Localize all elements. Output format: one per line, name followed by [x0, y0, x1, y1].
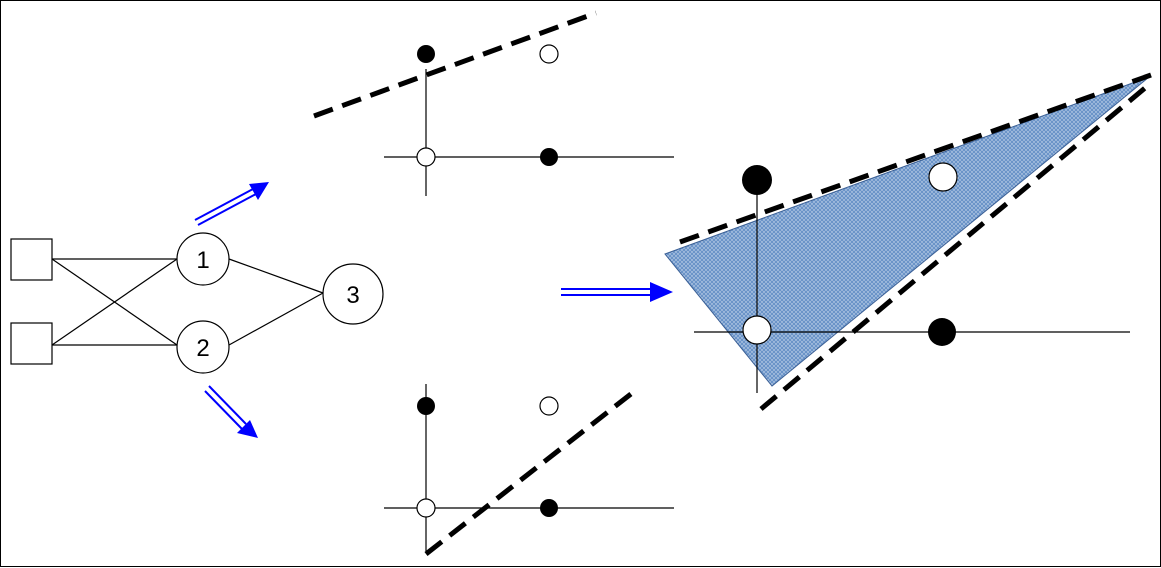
plot-bottom-point-filled: [417, 397, 435, 415]
plot-bottom-point-empty: [539, 396, 559, 416]
plot-bottom: [384, 384, 674, 556]
arrow-up-icon: [194, 182, 269, 226]
edge-in2-n1: [51, 258, 178, 346]
plot-combined: [664, 72, 1153, 411]
arrow-down-icon: [204, 385, 258, 438]
plot-top-point-origin: [416, 147, 436, 167]
plot-combined-boundary-upper: [679, 72, 1152, 245]
input-node-bottom: [10, 322, 53, 365]
plot-combined-point-empty: [928, 162, 958, 192]
plot-top: [313, 10, 674, 196]
plot-bottom-boundary: [424, 388, 638, 556]
hidden-node-2: [176, 320, 230, 374]
network: 1 2 3: [10, 232, 384, 374]
plot-combined-point-filled: [742, 165, 772, 195]
arrow-right-icon: [561, 282, 673, 302]
output-node-3: [322, 263, 384, 325]
edge-n1-n3: [228, 258, 324, 294]
plot-top-point-filled: [417, 45, 435, 63]
plot-combined-boundary-lower: [759, 81, 1153, 411]
input-node-top: [10, 238, 53, 281]
plot-top-point-empty: [539, 44, 559, 64]
plot-combined-point-origin: [742, 315, 772, 345]
plot-bottom-point-origin: [416, 498, 436, 518]
plot-top-point-filled-x: [540, 148, 558, 166]
hidden-node-2-label: 2: [196, 335, 209, 362]
plot-combined-point-filled-x: [928, 318, 956, 346]
plot-top-boundary: [313, 10, 597, 119]
combined-region: [664, 76, 1150, 387]
output-node-3-label: 3: [346, 282, 359, 309]
edge-n2-n3: [228, 292, 324, 346]
hidden-node-1: [176, 232, 230, 286]
plot-bottom-point-filled-x: [540, 499, 558, 517]
hidden-node-1-label: 1: [196, 247, 209, 274]
